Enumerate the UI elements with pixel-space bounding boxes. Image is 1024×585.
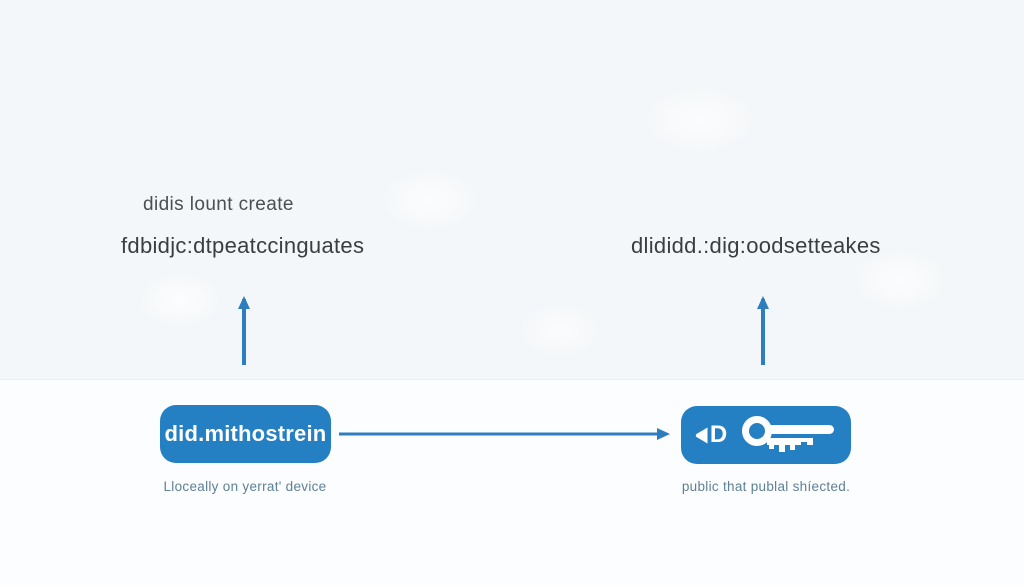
upper-background	[0, 0, 1024, 380]
id-badge-icon: D	[695, 423, 727, 447]
id-badge-letter: D	[709, 421, 728, 448]
key-icon	[742, 416, 835, 452]
did-node-caption: Lloceally on yerrat' device	[163, 479, 327, 494]
public-key-caption: public that publal shíected.	[681, 479, 851, 494]
did-string-left: fdbidjc:dtpeatccinguates	[121, 233, 365, 258]
did-node-label: did.mithostrein	[164, 421, 327, 446]
heading-line-1: didis lount create	[143, 194, 294, 215]
triangle-left-icon	[695, 427, 708, 443]
public-key-node: D	[681, 406, 851, 464]
did-node: did.mithostrein	[160, 405, 331, 463]
did-string-right: dlididd.:dig:oodsetteakes	[631, 233, 881, 258]
